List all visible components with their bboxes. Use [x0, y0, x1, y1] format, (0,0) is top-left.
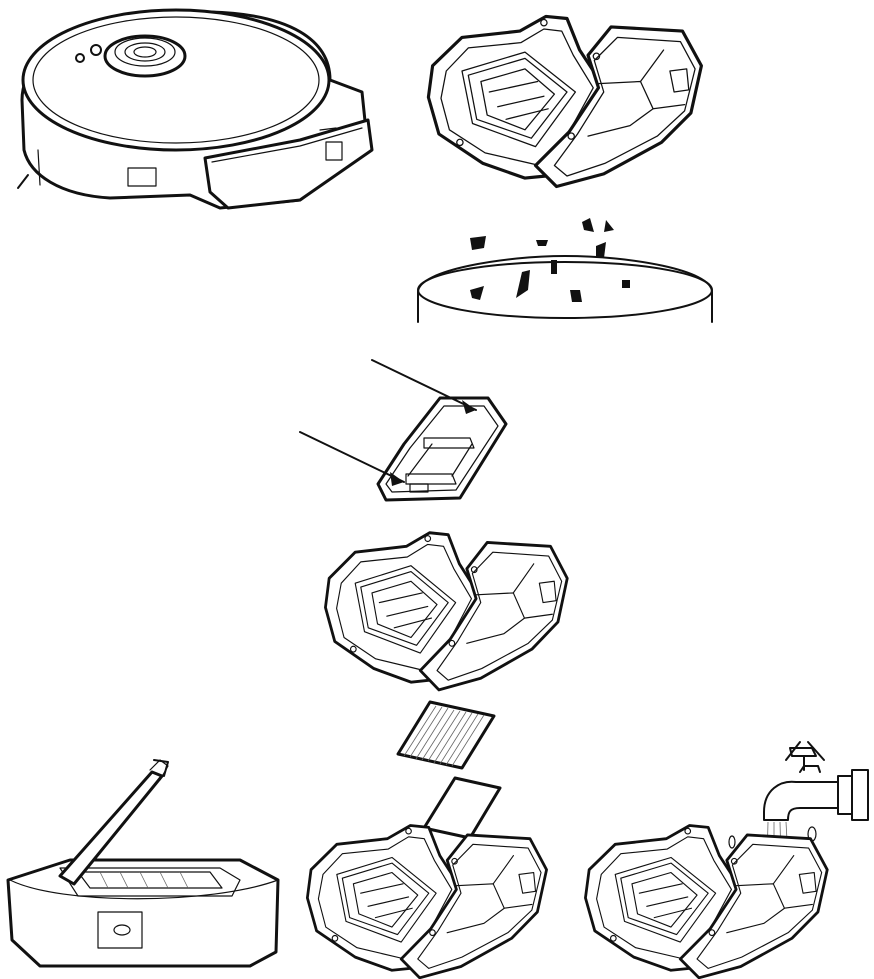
dustbin-open-icon	[585, 826, 827, 978]
trash-bin-icon	[418, 218, 712, 322]
dustbin-lid-icon	[8, 760, 278, 966]
dustbin-open-icon	[428, 16, 701, 186]
robot-vacuum-icon	[18, 10, 372, 208]
dustbin-open-icon	[307, 826, 546, 978]
filter-frame-icon	[300, 360, 506, 500]
filter-icon	[398, 702, 500, 838]
dustbin-open-icon	[325, 533, 567, 690]
